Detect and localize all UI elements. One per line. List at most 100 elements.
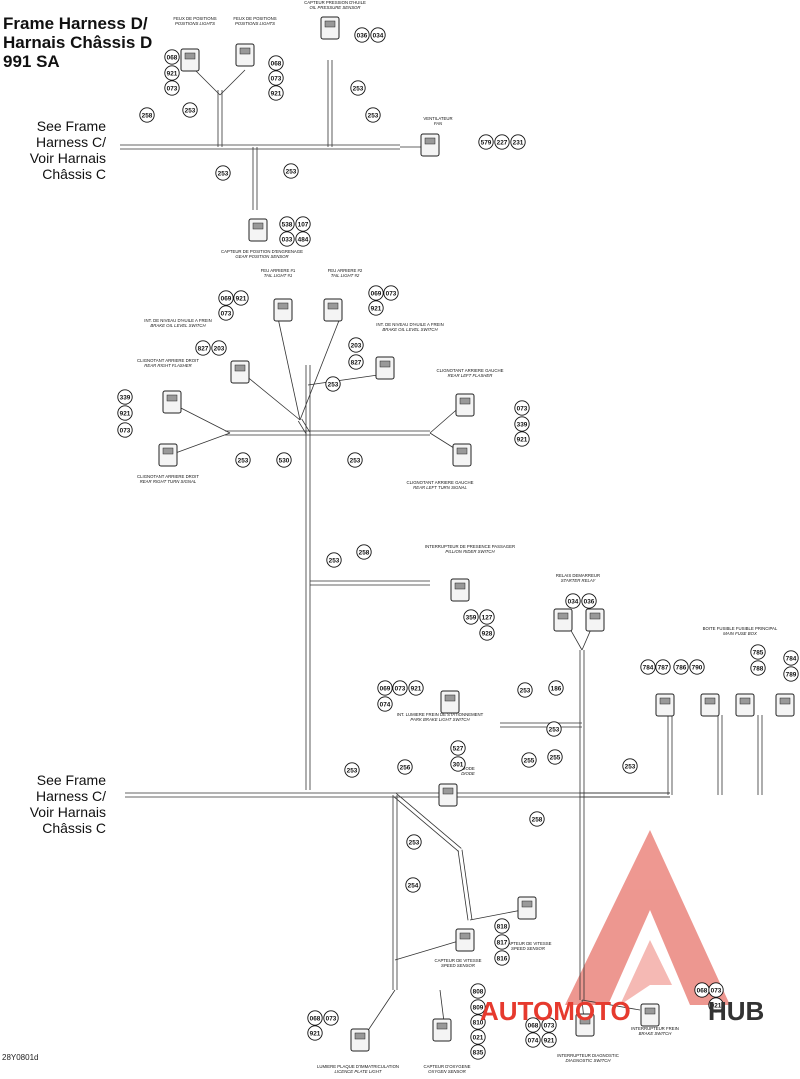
part-number-circle (525, 1017, 541, 1033)
component-label-en: BRAKE SWITCH (639, 1031, 673, 1036)
see-bottom-line-4: Châssis C (42, 820, 106, 836)
wire-number-circle (622, 758, 638, 774)
part-number-circle (450, 740, 466, 756)
part-number-text: 068 (167, 54, 178, 61)
part-number-circle (268, 55, 284, 71)
part-number-circle (581, 593, 597, 609)
connector-body (248, 218, 268, 242)
part-number-text: 127 (482, 614, 493, 621)
part-number-text: 107 (298, 221, 309, 228)
component-label-fr: CLIGNOTANT ARRIERE GAUCHE (407, 480, 474, 485)
part-number-text: 073 (386, 290, 397, 297)
component-label-en: REAR RIGHT TURN SIGNAL (140, 479, 197, 484)
component-label-fr: LUMIERE PLAQUE D'IMMATRICULATION (317, 1064, 399, 1069)
connector-body (775, 693, 795, 717)
part-number-text: 036 (357, 32, 368, 39)
component-label-fr: FEUX DE POSITIONS (233, 16, 276, 21)
see-top-line-4: Châssis C (42, 166, 106, 182)
component-label-en: TAIL LIGHT #1 (264, 273, 293, 278)
part-number-text: 921 (411, 685, 422, 692)
part-number-circle (307, 1010, 323, 1026)
wire-number-circle (365, 107, 381, 123)
part-number-circle (323, 1010, 339, 1026)
component-label-en: POSITIONS LIGHTS (175, 21, 215, 26)
part-number-circle (195, 340, 211, 356)
component-label-fr: CLIGNOTANT ARRIERE GAUCHE (437, 368, 504, 373)
wire-number-text: 258 (532, 816, 543, 823)
component-label-fr: FEU ARRIERE #1 (261, 268, 296, 273)
part-number-text: 339 (517, 421, 528, 428)
part-number-text: 786 (676, 664, 687, 671)
connector-pins (252, 222, 264, 230)
drawing-code: 28Y0801d (2, 1053, 39, 1062)
connector-pins (162, 447, 174, 455)
part-number-text: 818 (497, 923, 508, 930)
wire-number-text: 253 (353, 85, 364, 92)
connector-pins (354, 1032, 366, 1040)
wire-number-circle (521, 752, 537, 768)
connector-body (440, 690, 460, 714)
connector-pins (521, 900, 533, 908)
wire-number-text: 253 (218, 170, 229, 177)
part-number-circle (783, 650, 799, 666)
connector-body (452, 443, 472, 467)
part-number-circle (478, 134, 494, 150)
part-number-text: 787 (658, 664, 669, 671)
part-number-text: 921 (711, 1002, 722, 1009)
part-number-circle (479, 625, 495, 641)
watermark-text-left: AUTOMOTO (480, 996, 631, 1026)
connector-body (432, 1018, 452, 1042)
part-number-circle (494, 934, 510, 950)
wire-number-text: 258 (359, 549, 370, 556)
component-label-fr: INT. LUMIERE FREIN DE STATIONNEMENT (397, 712, 484, 717)
see-bottom-line-2: Harness C/ (35, 788, 106, 804)
component-label-en: LICENCE PLATE LIGHT (335, 1069, 382, 1074)
connector-pins (739, 697, 751, 705)
wire-number-circle (356, 544, 372, 560)
connector-pins (459, 397, 471, 405)
part-number-text: 034 (568, 598, 579, 605)
part-number-circle (117, 389, 133, 405)
part-number-circle (408, 680, 424, 696)
part-number-text: 579 (481, 139, 492, 146)
wire-number-text: 253 (625, 763, 636, 770)
part-number-circle (750, 644, 766, 660)
harness-segment (396, 793, 462, 849)
connector-body (230, 360, 250, 384)
title-line-2: Harnais Châssis D (3, 33, 153, 52)
wire-number-text: 253 (238, 457, 249, 464)
branch-wire (469, 909, 523, 921)
part-number-circle (354, 27, 370, 43)
part-number-circle (233, 290, 249, 306)
part-number-circle (295, 231, 311, 247)
title-line-1: Frame Harness D/ (3, 14, 148, 33)
connector-pins (379, 360, 391, 368)
wire-number-circle (350, 80, 366, 96)
part-number-text: 810 (473, 1019, 484, 1026)
connector-body (517, 896, 537, 920)
harness-segment (301, 418, 311, 433)
component-label-fr: VENTILATEUR (423, 116, 452, 121)
component-label-en: STARTER RELAY (561, 578, 597, 583)
connectors (158, 16, 795, 1052)
part-number-circle (494, 134, 510, 150)
part-number-text: 073 (544, 1022, 555, 1029)
component-label-en: GEAR POSITION SENSOR (235, 254, 288, 259)
part-number-text: 073 (221, 310, 232, 317)
part-number-text: 227 (497, 139, 508, 146)
part-number-text: 339 (120, 394, 131, 401)
part-number-text: 538 (282, 221, 293, 228)
harness-segment (297, 420, 307, 435)
wire-number-text: 253 (347, 767, 358, 774)
part-number-circle (510, 134, 526, 150)
component-label-fr: INTERRUPTEUR DIAGNOSTIC (557, 1053, 619, 1058)
connector-body (273, 298, 293, 322)
wire-number-text: 253 (409, 839, 420, 846)
part-number-circle (268, 85, 284, 101)
connector-body (375, 356, 395, 380)
wire-number-text: 255 (550, 754, 561, 761)
connector-body (640, 1003, 660, 1027)
branch-wire (307, 374, 379, 386)
component-label-en: OXYGEN SENSOR (428, 1069, 466, 1074)
